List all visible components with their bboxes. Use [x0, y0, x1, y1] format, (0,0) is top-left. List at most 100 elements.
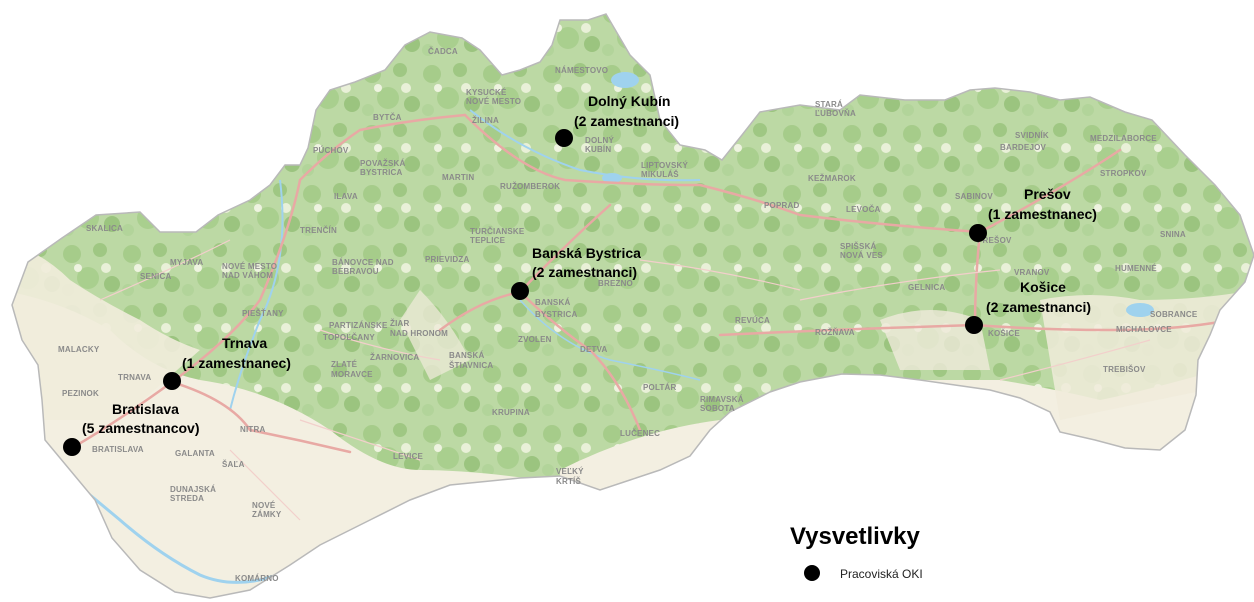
office-marker-icon — [63, 438, 81, 456]
town-label: PARTIZÁNSKE — [329, 321, 388, 330]
town-label: LIPTOVSKÝ — [641, 161, 688, 170]
town-label: NAD HRONOM — [390, 329, 448, 338]
town-label: POPRAD — [764, 201, 799, 210]
town-label: KOŠICE — [988, 329, 1020, 338]
office-city-label: Dolný Kubín — [588, 93, 670, 109]
legend-item-label: Pracoviská OKI — [840, 567, 923, 581]
office-markers: Dolný Kubín (2 zamestnanci) Banská Bystric… — [63, 93, 1097, 456]
town-label: BYTČA — [373, 113, 402, 122]
town-label: BANSKÁ — [535, 298, 570, 307]
town-label: DOLNÝ — [585, 136, 614, 145]
legend: Vysvetlivky Pracoviská OKI — [790, 523, 923, 581]
town-label: DUNAJSKÁ — [170, 485, 216, 494]
town-label: NÁMESTOVO — [555, 66, 608, 75]
town-label: SOBOTA — [700, 404, 735, 413]
town-label: SABINOV — [955, 192, 993, 201]
town-label: NOVÁ VES — [840, 251, 883, 260]
town-label: HUMENNÉ — [1115, 264, 1157, 273]
town-label: VRANOV — [1014, 268, 1050, 277]
town-label: BYSTRICA — [360, 168, 403, 177]
office-marker-icon — [511, 282, 529, 300]
town-label: BANSKÁ — [449, 351, 484, 360]
town-label: ČADCA — [428, 47, 458, 56]
town-label: KUBÍN — [585, 145, 611, 154]
town-label: MYJAVA — [170, 258, 203, 267]
town-label: ŽILINA — [472, 116, 499, 125]
town-label: MICHALOVCE — [1116, 325, 1172, 334]
town-label: ŽARNOVICA — [370, 353, 419, 362]
office-city-label: Košice — [1020, 279, 1066, 295]
town-label: LUČENEC — [620, 429, 660, 438]
town-label: NOVÉ — [252, 501, 276, 510]
town-label: POVAŽSKÁ — [360, 159, 405, 168]
town-label: STARÁ — [815, 100, 843, 109]
office-city-label: Trnava — [222, 335, 267, 351]
town-label: GELNICA — [908, 283, 945, 292]
town-label: ŽIAR — [390, 319, 409, 328]
town-label: MALACKY — [58, 345, 100, 354]
office-city-label: Banská Bystrica — [532, 245, 641, 261]
town-label: DETVA — [580, 345, 608, 354]
town-label: MEDZILABORCE — [1090, 134, 1157, 143]
town-label: ZLATÉ — [331, 360, 358, 369]
office-staff-label: (2 zamestnanci) — [574, 113, 679, 129]
office-staff-label: (1 zamestnanec) — [182, 355, 291, 371]
office-city-label: Bratislava — [112, 401, 179, 417]
town-label: SOBRANCE — [1150, 310, 1198, 319]
town-label: PRIEVIDZA — [425, 255, 469, 264]
town-label: ĽUBOVŇA — [815, 109, 856, 118]
town-label: SVIDNÍK — [1015, 131, 1049, 140]
legend-marker-icon — [804, 565, 820, 581]
town-label: KYSUCKÉ — [466, 88, 507, 97]
office-marker-icon — [555, 129, 573, 147]
office-staff-label: (5 zamestnancov) — [82, 420, 199, 436]
town-label: SENICA — [140, 272, 171, 281]
town-label: GALANTA — [175, 449, 215, 458]
town-label: SKALICA — [86, 224, 123, 233]
town-label: ZVOLEN — [518, 335, 552, 344]
town-label: RUŽOMBEROK — [500, 182, 560, 191]
town-label: MORAVCE — [331, 370, 373, 379]
town-label: LEVICE — [393, 452, 424, 461]
town-label: TRNAVA — [118, 373, 151, 382]
town-label: KRTÍŠ — [556, 477, 581, 486]
town-label: RIMAVSKÁ — [700, 395, 744, 404]
legend-title: Vysvetlivky — [790, 523, 921, 550]
town-label: NOVÉ MESTO — [222, 262, 277, 271]
town-label: REVÚCA — [735, 316, 770, 325]
town-label: NOVÉ MESTO — [466, 97, 521, 106]
town-label: BÁNOVCE NAD — [332, 258, 394, 267]
town-label: ZÁMKY — [252, 510, 282, 519]
town-label: TOPOĽČANY — [323, 333, 375, 342]
office-staff-label: (2 zamestnanci) — [986, 299, 1091, 315]
town-label: NAD VÁHOM — [222, 271, 273, 280]
town-label: NITRA — [240, 425, 265, 434]
town-label: BEBRAVOU — [332, 267, 379, 276]
office-marker-icon — [163, 372, 181, 390]
town-label: ŠTIAVNICA — [449, 361, 493, 370]
town-label: MARTIN — [442, 173, 474, 182]
town-label: TEPLICE — [470, 236, 506, 245]
town-label: BRATISLAVA — [92, 445, 144, 454]
office-staff-label: (1 zamestnanec) — [988, 206, 1097, 222]
town-label: PREŠOV — [977, 236, 1012, 245]
town-label: POLTÁR — [643, 383, 677, 392]
office-city-label: Prešov — [1024, 186, 1071, 202]
office-marker-icon — [965, 316, 983, 334]
town-label: KEŽMAROK — [808, 174, 856, 183]
office-staff-label: (2 zamestnanci) — [532, 264, 637, 280]
town-label: KOMÁRNO — [235, 574, 279, 583]
town-label: TRENČÍN — [300, 226, 337, 235]
town-label: KRUPINA — [492, 408, 530, 417]
town-label: SPIŠSKÁ — [840, 242, 877, 251]
town-label: STROPKOV — [1100, 169, 1147, 178]
town-label: SNINA — [1160, 230, 1186, 239]
town-label: TURČIANSKE — [470, 227, 525, 236]
town-label: PIEŠŤANY — [242, 309, 284, 318]
town-label: BARDEJOV — [1000, 143, 1047, 152]
town-label: ROŽŇAVA — [815, 328, 855, 337]
town-label: PÚCHOV — [313, 146, 349, 155]
town-label: LEVOČA — [846, 205, 881, 214]
